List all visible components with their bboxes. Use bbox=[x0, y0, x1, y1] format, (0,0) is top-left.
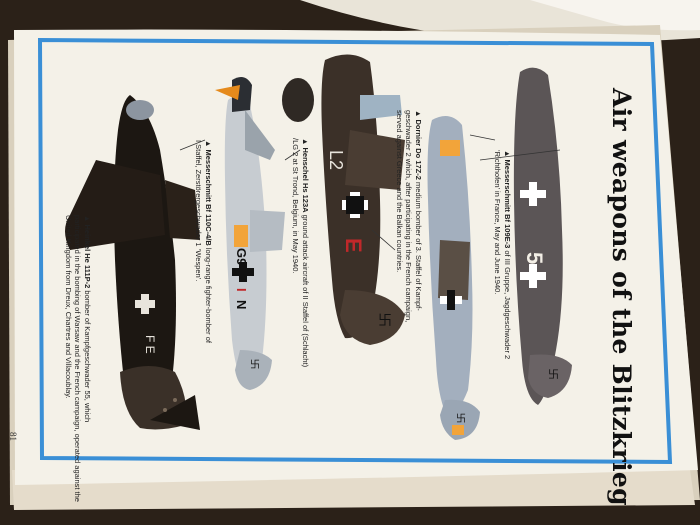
svg-text:I: I bbox=[234, 288, 249, 292]
caption-lead: ▲ Dornier Do 17Z-2 bbox=[414, 110, 423, 180]
caption-text: long-range fighter-bomber of bbox=[204, 247, 213, 343]
caption-line: served against Greece and the Balkan cou… bbox=[395, 110, 404, 273]
svg-text:卐: 卐 bbox=[250, 359, 260, 371]
caption-hs123: ▲ Henschel Hs 123A ground attack aircraf… bbox=[291, 138, 311, 368]
caption-lead: ▲ Messerschmitt Bf 109E-3 bbox=[503, 150, 512, 249]
caption-line: participated in the bombing of Warsaw an… bbox=[73, 215, 83, 502]
caption-do17: ▲ Dornier Do 17Z-2 medium bomber of 3. S… bbox=[395, 110, 423, 323]
caption-line: /LG 2 at St Trond, Belgium, in May 1940. bbox=[291, 138, 301, 274]
caption-bf110: ▲ Messerschmitt Bf 110C-4/B long-range f… bbox=[194, 140, 214, 343]
hs123-code: E bbox=[341, 238, 366, 253]
bf110-code: G9 bbox=[234, 248, 249, 265]
caption-he111: ▲ Heinkel He 111P-2 bomber of Kampfgesch… bbox=[64, 215, 92, 502]
bf109-code: 5 bbox=[522, 252, 547, 264]
page-title: Air weapons of the Blitzkrieg bbox=[607, 88, 636, 506]
svg-text:卐: 卐 bbox=[548, 368, 559, 381]
caption-line: United Kingdom from Dreux, Chartres and … bbox=[64, 215, 73, 399]
svg-text:卐: 卐 bbox=[456, 413, 466, 425]
caption-text: ground attack aircraft of II Staffel of … bbox=[301, 214, 310, 368]
svg-text:N: N bbox=[234, 300, 249, 309]
caption-bf109: ▲ Messerschmitt Bf 109E-3 of III Gruppe,… bbox=[493, 150, 513, 360]
svg-text:L2: L2 bbox=[326, 150, 346, 170]
caption-lead: ▲ Messerschmitt Bf 110C-4/B bbox=[204, 140, 213, 246]
he111-code: F E bbox=[143, 335, 157, 354]
he111-illustration: F E bbox=[65, 95, 200, 430]
caption-text: bomber of Kampfgeschwader 55, which bbox=[83, 290, 92, 423]
blue-frame bbox=[37, 37, 673, 465]
page-number: 81 bbox=[8, 432, 18, 441]
caption-line: ‘Richthofen’ in France, May and June 194… bbox=[493, 150, 503, 295]
caption-text: of III Gruppe, Jagdgeschwader 2 bbox=[503, 250, 512, 360]
caption-lead: ▲ Heinkel He 111P-2 bbox=[83, 215, 92, 289]
do17-illustration: 卐 bbox=[427, 116, 480, 440]
caption-line: I Staffel, Zerstörergeschwader 1 ‘Wespen… bbox=[194, 140, 204, 282]
svg-text:卐: 卐 bbox=[378, 313, 392, 329]
bf109-illustration: 5 卐 bbox=[513, 67, 572, 406]
caption-line: geschwader 2 which, after participating … bbox=[404, 110, 414, 323]
caption-lead: ▲ Henschel Hs 123A bbox=[301, 138, 310, 213]
bf110-illustration: G9 I N 卐 bbox=[215, 76, 285, 390]
caption-text: medium bomber of 3. Staffel of Kampf- bbox=[414, 182, 423, 311]
hs123-illustration: E L2 卐 bbox=[282, 54, 405, 345]
